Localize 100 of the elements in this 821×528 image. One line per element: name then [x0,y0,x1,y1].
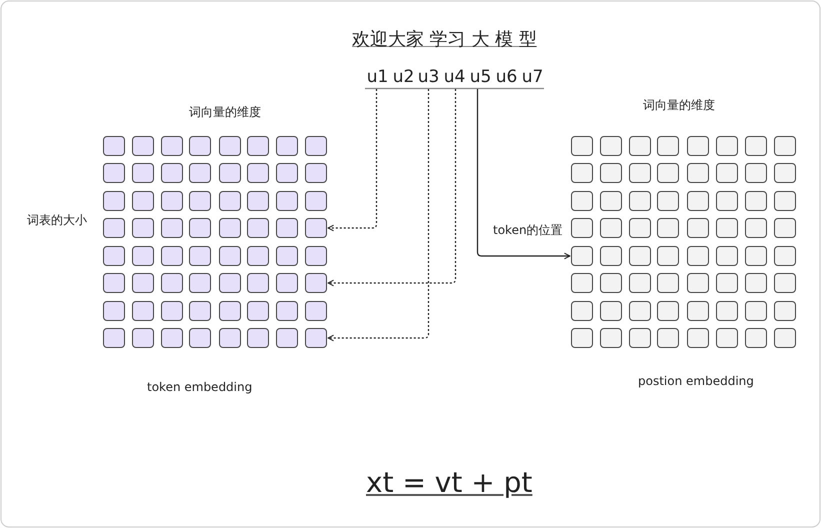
embedding-cell [687,273,709,293]
embedding-cell [161,218,183,238]
embedding-cell [600,218,622,238]
embedding-cell [629,191,651,211]
embedding-cell [687,163,709,183]
embedding-cell [189,136,211,156]
embedding-cell [161,273,183,293]
embedding-cell [716,163,738,183]
axis-label: 词表的大小 [27,212,87,229]
embedding-cell [103,273,125,293]
embedding-cell [774,273,796,293]
embedding-cell [276,191,298,211]
embedding-cell [219,273,241,293]
embedding-cell [571,273,593,293]
embedding-cell [571,328,593,348]
embedding-cell [219,191,241,211]
embedding-cell [571,191,593,211]
embedding-cell [687,136,709,156]
embedding-cell [687,328,709,348]
token-label: u4 [442,66,467,88]
embedding-cell [219,163,241,183]
embedding-cell [189,163,211,183]
embedding-cell [745,163,767,183]
embedding-cell [571,136,593,156]
token-label: u5 [468,66,493,88]
embedding-cell [219,246,241,266]
embedding-cell [571,163,593,183]
embedding-cell [774,163,796,183]
embedding-cell [305,273,327,293]
formula: xt = vt + pt [366,466,532,499]
embedding-cell [774,328,796,348]
embedding-cell [687,218,709,238]
embedding-cell [161,163,183,183]
embedding-cell [716,273,738,293]
embedding-cell [276,273,298,293]
embedding-cell [657,191,679,211]
embedding-cell [745,191,767,211]
embedding-cell [132,191,154,211]
embedding-cell [600,328,622,348]
embedding-cell [657,301,679,321]
grid-caption: postion embedding [638,374,754,388]
axis-label: 词向量的维度 [643,97,715,114]
embedding-cell [571,246,593,266]
embedding-cell [716,246,738,266]
embedding-cell [629,246,651,266]
embedding-cell [103,301,125,321]
embedding-cell [600,273,622,293]
embedding-cell [276,136,298,156]
embedding-cell [276,301,298,321]
embedding-cell [305,136,327,156]
embedding-cell [600,163,622,183]
embedding-cell [132,163,154,183]
arrow [328,89,430,342]
embedding-cell [657,246,679,266]
embedding-cell [219,218,241,238]
embedding-cell [247,328,269,348]
embedding-cell [571,301,593,321]
embedding-cell [657,273,679,293]
arrow [328,89,456,286]
embedding-cell [132,273,154,293]
embedding-cell [305,301,327,321]
embedding-cell [745,328,767,348]
embedding-cell [219,328,241,348]
embedding-cell [774,246,796,266]
embedding-cell [600,246,622,266]
embedding-cell [103,328,125,348]
embedding-cell [629,163,651,183]
embedding-cell [189,218,211,238]
embedding-cell [276,163,298,183]
embedding-cell [687,191,709,211]
embedding-cell [687,246,709,266]
embedding-cell [687,301,709,321]
embedding-cell [247,191,269,211]
embedding-cell [161,301,183,321]
embedding-cell [219,136,241,156]
title: 欢迎大家 学习 大 模 型 [352,28,537,51]
embedding-cell [305,163,327,183]
embedding-cell [305,191,327,211]
embedding-cell [103,163,125,183]
arrow [328,89,378,232]
embedding-cell [247,273,269,293]
embedding-cell [276,246,298,266]
edge-label: token的位置 [492,222,564,239]
embedding-cell [629,136,651,156]
embedding-cell [189,246,211,266]
embedding-cell [276,218,298,238]
embedding-cell [657,163,679,183]
embedding-cell [189,301,211,321]
embedding-cell [103,136,125,156]
embedding-cell [600,136,622,156]
embedding-cell [276,328,298,348]
embedding-cell [716,136,738,156]
embedding-cell [716,191,738,211]
embedding-cell [745,246,767,266]
token-label: u2 [391,66,416,88]
embedding-cell [657,218,679,238]
embedding-cell [629,273,651,293]
token-label: u6 [494,66,519,88]
embedding-cell [571,218,593,238]
embedding-cell [774,136,796,156]
